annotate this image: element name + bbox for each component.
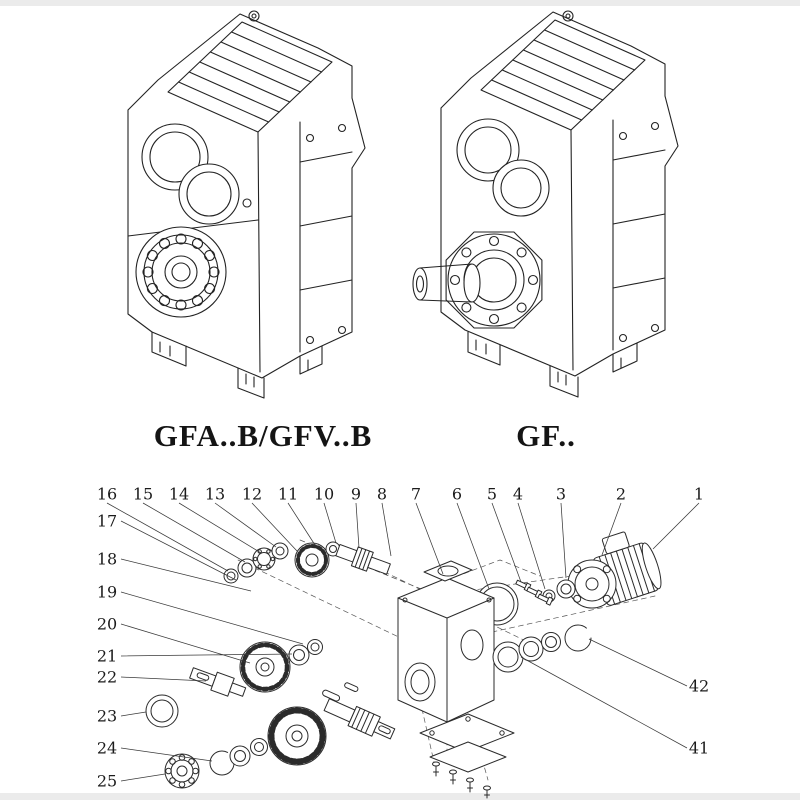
- callout-6: 6: [451, 484, 463, 504]
- figure-label-gf: GF..: [516, 418, 576, 453]
- callout-13: 13: [204, 484, 226, 504]
- retaining-rings: [492, 624, 592, 673]
- callout-10: 10: [313, 484, 335, 504]
- callout-16: 16: [96, 484, 118, 504]
- callout-23: 23: [96, 706, 118, 726]
- gearbox-right-illustration: [412, 10, 679, 398]
- callout-7: 7: [410, 484, 422, 504]
- callout-24: 24: [96, 738, 118, 758]
- callout-41: 41: [688, 738, 710, 758]
- callout-15: 15: [132, 484, 154, 504]
- brake-disc: [567, 559, 617, 609]
- callout-18: 18: [96, 549, 118, 569]
- stud-bolts: [515, 579, 554, 606]
- callout-19: 19: [96, 582, 118, 602]
- cover-plates: [419, 713, 515, 773]
- callout-25: 25: [96, 771, 118, 791]
- callout-17: 17: [96, 511, 118, 531]
- page-edge-bottom: [0, 793, 800, 800]
- callout-42: 42: [688, 676, 710, 696]
- cover-bolts: [432, 761, 491, 799]
- callout-1: 1: [693, 484, 705, 504]
- bearing-rollers: [142, 233, 220, 311]
- callout-4: 4: [512, 484, 524, 504]
- page-edge-top: [0, 0, 800, 6]
- output-shaft-parts: [164, 682, 396, 789]
- input-shaft-parts: [223, 541, 391, 584]
- callout-5: 5: [486, 484, 498, 504]
- gearbox-left-illustration: [127, 10, 366, 399]
- callout-22: 22: [96, 667, 118, 687]
- figure-label-gfab-gfvb: GFA..B/GFV..B: [153, 418, 373, 453]
- callout-12: 12: [241, 484, 263, 504]
- callout-3: 3: [555, 484, 567, 504]
- callout-14: 14: [168, 484, 190, 504]
- callout-20: 20: [96, 614, 118, 634]
- callout-8: 8: [376, 484, 388, 504]
- housing: [397, 560, 495, 723]
- callout-11: 11: [277, 484, 299, 504]
- callout-9: 9: [350, 484, 362, 504]
- callout-21: 21: [96, 646, 118, 666]
- callout-2: 2: [615, 484, 627, 504]
- exploded-view-illustration: [145, 531, 662, 799]
- leader-lines: [106, 502, 700, 782]
